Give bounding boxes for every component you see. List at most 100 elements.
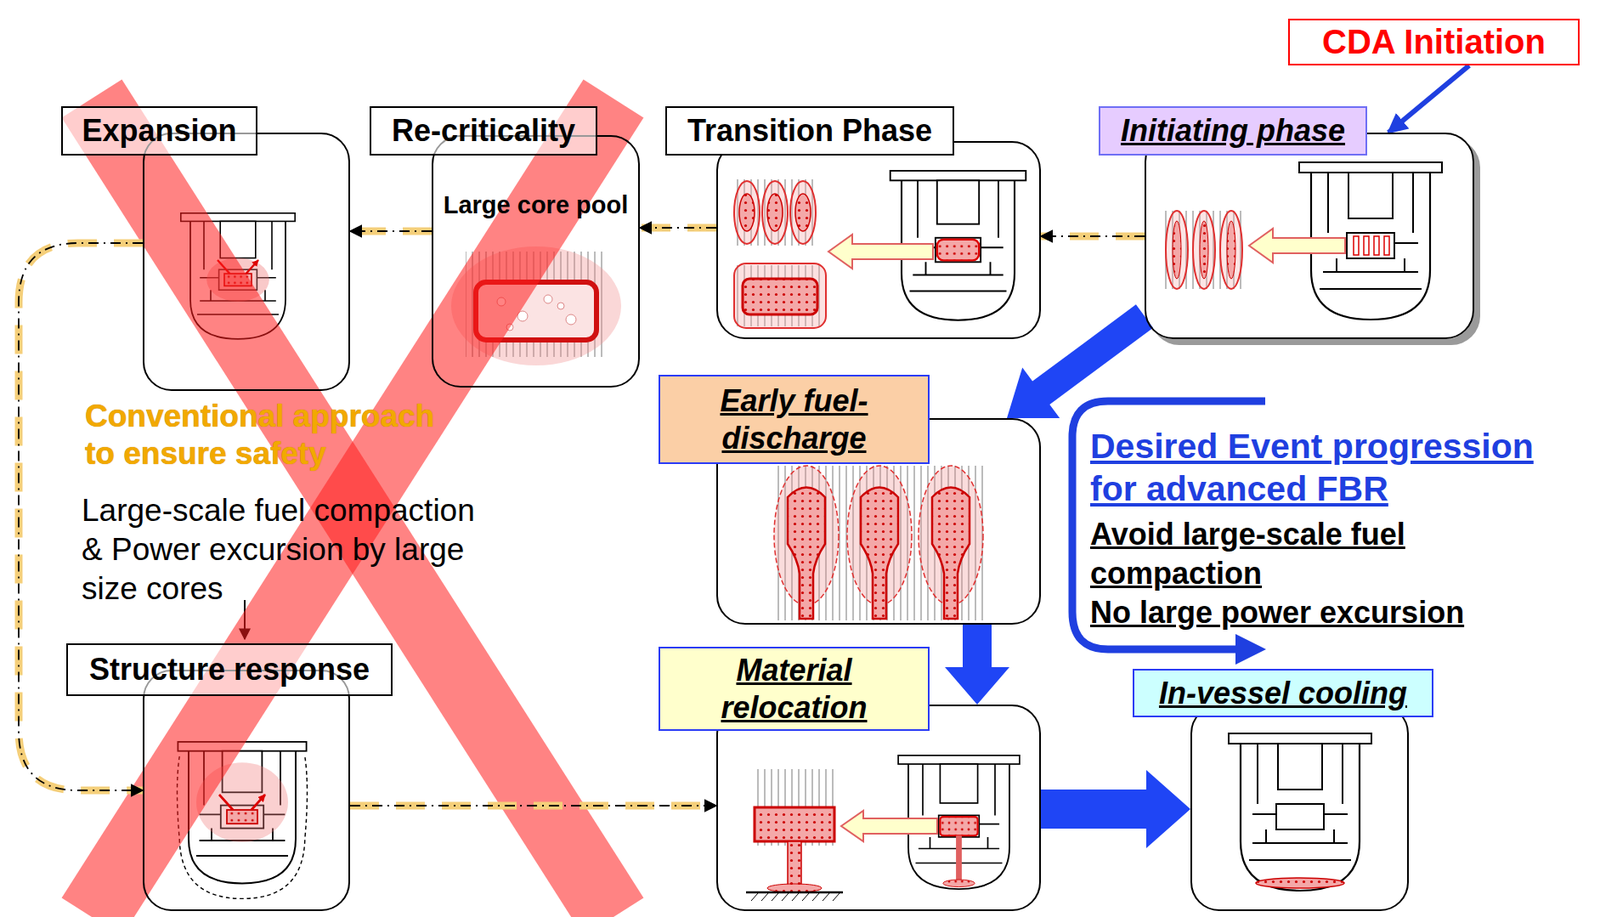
stage-heading: Expansion xyxy=(61,106,258,156)
stage-title: Expansion xyxy=(81,112,237,149)
transition-illustration xyxy=(732,179,818,246)
initiating-illustration xyxy=(1384,236,1390,255)
early-discharge-illustration xyxy=(787,487,826,620)
transition-illustration xyxy=(795,193,811,232)
inner-text: Large core pool xyxy=(433,191,639,220)
early-discharge-illustration xyxy=(775,465,985,621)
transition-illustration xyxy=(937,239,979,261)
stage-box: Expansion xyxy=(142,132,351,391)
cooling-illustration xyxy=(1228,733,1372,891)
dashed-arrow xyxy=(350,227,432,236)
relocation-illustration xyxy=(841,810,938,842)
early-discharge-illustration xyxy=(774,465,985,621)
initiating-illustration xyxy=(1226,220,1236,279)
stage-title: Material relocation xyxy=(668,651,920,725)
stage-heading: Initiating phase xyxy=(1098,106,1368,156)
dashed-arrow xyxy=(1040,232,1145,241)
flow-arrow xyxy=(944,624,1010,705)
progression-arrow xyxy=(1235,633,1267,665)
dashed-arrow xyxy=(350,802,717,810)
structure-illustration xyxy=(226,809,258,824)
stage-box: Transition Phase xyxy=(716,141,1041,340)
stage-title: Structure response xyxy=(89,650,370,688)
relocation-illustration xyxy=(767,883,822,893)
stage-heading: Structure response xyxy=(66,643,393,696)
dashed-arrow xyxy=(350,230,432,232)
stage-box: Initiating phase xyxy=(1144,132,1475,340)
core-pool-illustration xyxy=(557,302,565,310)
initiating-illustration xyxy=(1163,210,1245,289)
initiating-illustration xyxy=(1373,236,1380,255)
relocation-illustration xyxy=(751,768,837,846)
stage-box: Re-criticalityLarge core pool xyxy=(431,135,640,388)
stage-heading: Material relocation xyxy=(658,646,930,731)
dashed-arrow xyxy=(350,805,717,807)
stage-heading: Early fuel-discharge xyxy=(658,374,930,464)
stage-title: Transition Phase xyxy=(687,112,933,149)
note-text: No large power excursion xyxy=(1090,593,1465,633)
box-label: CDA Initiation xyxy=(1322,22,1546,62)
initiating-illustration xyxy=(1172,220,1182,279)
dashed-arrow xyxy=(639,226,717,229)
initiating-illustration xyxy=(1163,162,1442,320)
cooling-illustration xyxy=(1228,733,1372,891)
core-pool-illustration xyxy=(565,314,577,325)
stage-heading: Transition Phase xyxy=(665,106,955,156)
cooling-illustration xyxy=(1228,733,1372,891)
note-text: Avoid large-scale fuel compaction xyxy=(1090,514,1473,594)
initiating-illustration xyxy=(1199,220,1209,279)
initiating-illustration xyxy=(1192,210,1216,289)
relocation-illustration xyxy=(955,835,962,882)
flow-arrow xyxy=(1040,769,1191,849)
dashed-arrow xyxy=(1040,235,1145,238)
stage-title: Early fuel-discharge xyxy=(668,382,920,456)
transition-illustration xyxy=(734,263,826,328)
stage-box: In-vessel cooling xyxy=(1190,704,1409,911)
stage-box: Material relocation xyxy=(716,704,1041,911)
relocation-illustration xyxy=(939,816,978,836)
transition-illustration xyxy=(734,180,760,244)
dashed-arrow xyxy=(350,804,717,807)
stage-heading: Re-criticality xyxy=(369,106,598,156)
transition-illustration xyxy=(732,170,1026,328)
early-discharge-illustration xyxy=(787,487,826,620)
transition-illustration xyxy=(739,193,755,232)
dashed-arrow xyxy=(1040,236,1145,238)
note-text: Large-scale fuel compaction & Power excu… xyxy=(81,491,490,609)
initiating-illustration xyxy=(1220,210,1243,289)
transition-illustration xyxy=(742,278,818,315)
stage-title: Initiating phase xyxy=(1120,112,1346,149)
relocation-illustration xyxy=(754,807,835,842)
relocation-illustration xyxy=(787,841,802,888)
flow-arrow xyxy=(1006,304,1154,419)
dashed-arrow xyxy=(350,231,432,232)
relocation-illustration xyxy=(746,891,843,894)
flow-arrow xyxy=(1388,65,1470,133)
cooling-illustration xyxy=(1255,877,1345,888)
relocation-illustration xyxy=(943,879,975,888)
early-discharge-illustration xyxy=(932,487,970,620)
stage-heading: In-vessel cooling xyxy=(1132,668,1434,718)
transition-illustration xyxy=(762,180,788,244)
approach-label: Desired Event progression for advanced F… xyxy=(1090,424,1575,510)
stage-title: Re-criticality xyxy=(391,112,576,149)
initiating-illustration xyxy=(1165,210,1188,289)
core-pool-illustration xyxy=(543,294,553,304)
transition-illustration xyxy=(790,180,816,244)
transition-illustration xyxy=(828,234,933,269)
relocation-illustration xyxy=(746,755,1020,901)
early-discharge-illustration xyxy=(860,487,899,620)
structure-illustration xyxy=(219,794,266,810)
initiating-illustration xyxy=(1353,236,1359,255)
stage-title: In-vessel cooling xyxy=(1159,674,1408,712)
stage-box: Early fuel-discharge xyxy=(716,418,1041,625)
transition-illustration xyxy=(767,193,783,232)
early-discharge-illustration xyxy=(932,487,970,620)
initiating-illustration xyxy=(1249,228,1346,263)
early-discharge-illustration xyxy=(860,487,899,620)
start-box: CDA Initiation xyxy=(1288,18,1580,66)
stage-box: Structure response xyxy=(142,669,351,911)
dashed-arrow xyxy=(639,224,717,232)
relocation-illustration xyxy=(751,893,840,901)
approach-label: Conventional approach to ensure safety xyxy=(84,397,468,473)
